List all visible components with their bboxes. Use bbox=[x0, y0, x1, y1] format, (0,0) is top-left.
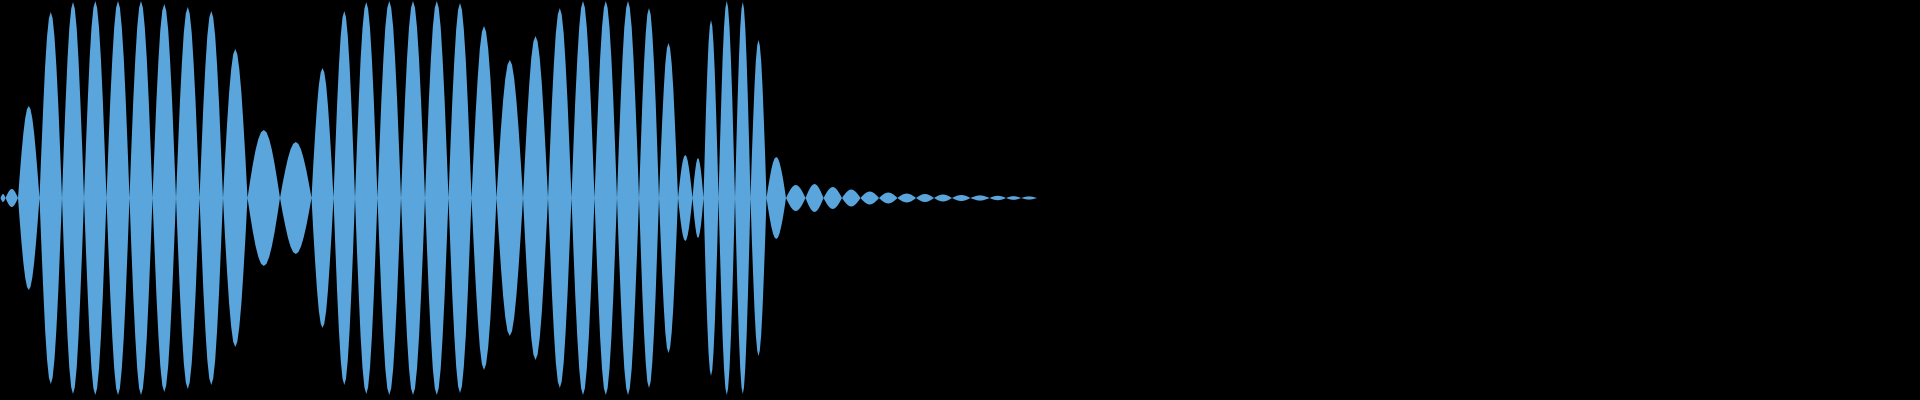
waveform-path bbox=[0, 1, 1037, 395]
